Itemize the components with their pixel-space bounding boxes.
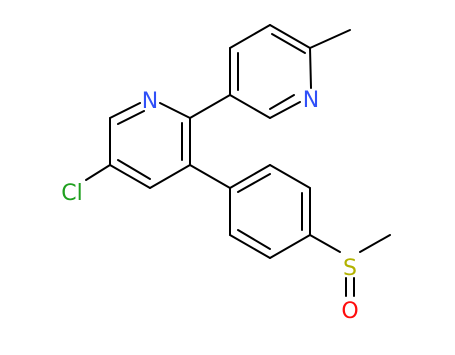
- bond-methyl: [309, 29, 351, 49]
- nitrogen-label-1: N: [142, 89, 158, 114]
- bond: [159, 102, 191, 119]
- bond-c-s: [309, 234, 341, 253]
- bond-biaryl: [189, 94, 231, 119]
- bond: [269, 24, 311, 49]
- bond-s-methyl: [359, 234, 391, 253]
- bond-double-inner: [117, 110, 145, 125]
- bond: [269, 101, 301, 119]
- bond: [229, 234, 271, 259]
- bond: [229, 24, 271, 49]
- bond: [309, 47, 312, 89]
- chlorine-label: Cl: [61, 181, 82, 206]
- bond-double-inner: [117, 159, 151, 180]
- atom-labels: N N Cl S O: [61, 88, 358, 324]
- bond: [109, 164, 151, 189]
- bond-double-inner: [269, 94, 295, 110]
- bond-chloro: [85, 164, 111, 181]
- bonds: [85, 24, 391, 297]
- sulfur-label: S: [343, 256, 357, 281]
- bond: [269, 164, 311, 189]
- bond: [149, 164, 191, 189]
- nitrogen-label-2: N: [303, 88, 319, 113]
- bond-double-inner: [237, 173, 271, 193]
- oxygen-label: O: [341, 299, 358, 324]
- bond: [229, 94, 271, 119]
- bond-double-inner: [237, 229, 271, 250]
- bond: [229, 164, 271, 189]
- bond: [269, 234, 311, 259]
- bond: [109, 102, 141, 119]
- bond-double-inner: [271, 33, 306, 54]
- bond-aryl-link: [189, 164, 231, 189]
